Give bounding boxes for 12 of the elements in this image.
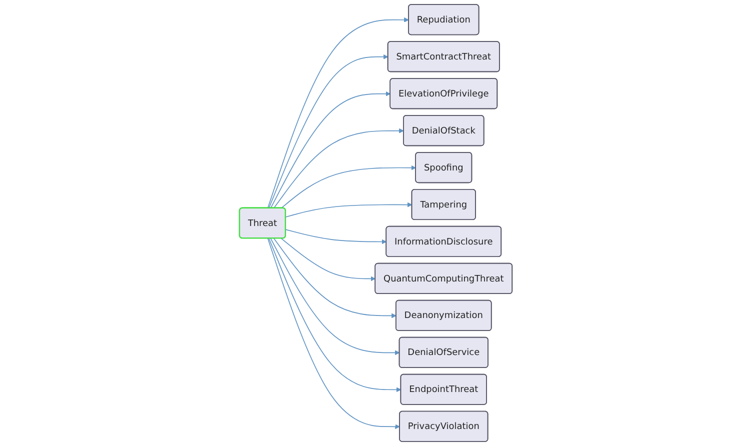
arrow (280, 165, 416, 209)
arrow (270, 91, 390, 209)
arrow (267, 17, 409, 209)
arrow (285, 202, 412, 218)
arrow (273, 128, 404, 209)
arrow (280, 238, 376, 282)
arrow (268, 238, 401, 392)
arrow (267, 238, 400, 430)
arrow (270, 238, 400, 356)
arrow (273, 238, 396, 318)
arrow (285, 229, 386, 244)
arrow (268, 54, 388, 209)
